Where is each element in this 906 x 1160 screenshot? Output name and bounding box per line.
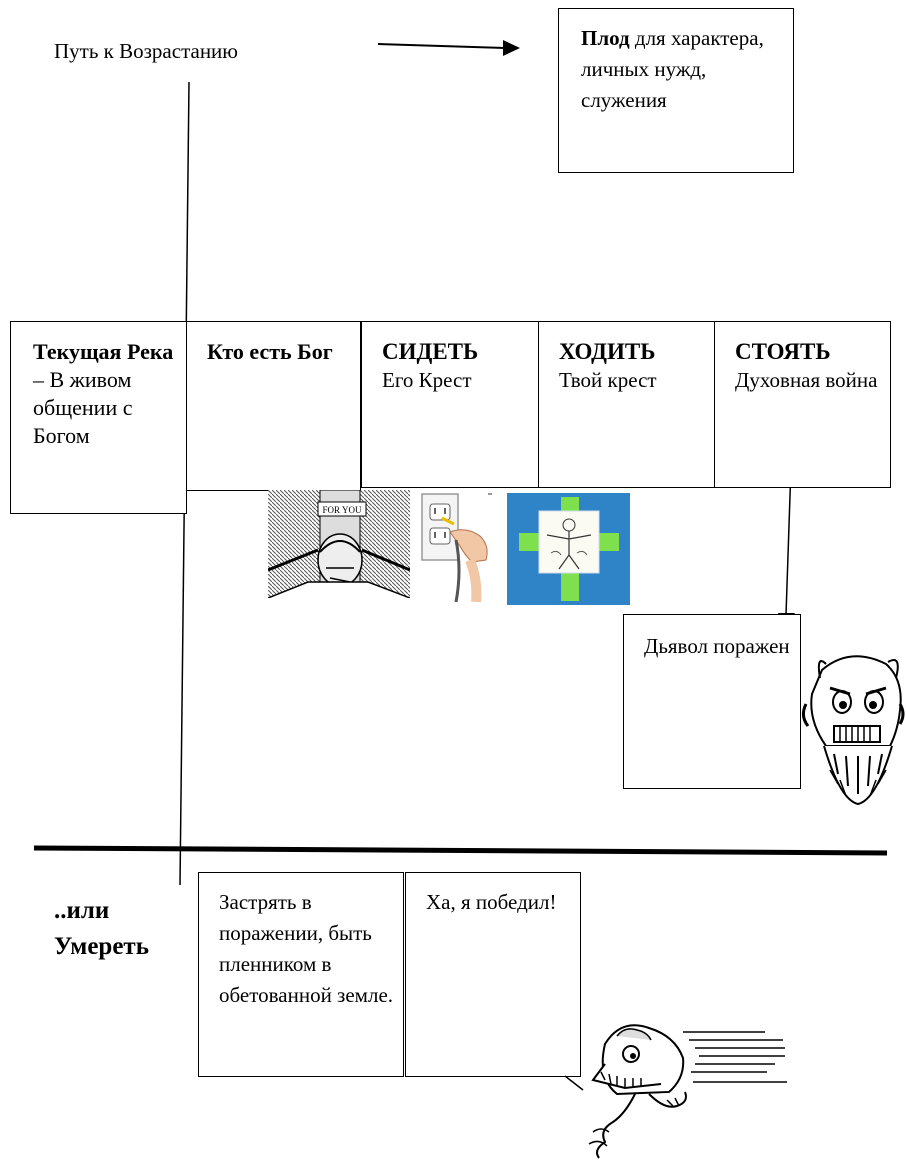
column-walk-text: Твой крест: [559, 368, 657, 392]
or-die-label: ..или Умереть: [54, 897, 149, 960]
running-devil-image: [565, 1024, 787, 1159]
column-stand: СТОЯТЬ Духовная война: [714, 321, 891, 488]
devil-defeated-box: Дьявол поражен: [623, 614, 801, 789]
column-river-text: – В живом общении с Богом: [33, 367, 133, 448]
jesus-sign-text: FOR YOU: [323, 505, 362, 515]
stuck-box: Застрять в поражении, быть пленником в о…: [198, 872, 404, 1077]
cross-image: [507, 493, 630, 605]
divider-line: [33, 845, 888, 856]
path-to-growth-label: Путь к Возрастанию: [54, 39, 238, 63]
column-who-is-god: Кто есть Бог: [186, 321, 361, 491]
column-walk-title: ХОДИТЬ: [559, 339, 656, 364]
arrow-down-line: [785, 465, 792, 616]
arrow-right-icon: [503, 40, 520, 56]
power-outlet-image: [421, 493, 492, 602]
column-sit-title: СИДЕТЬ: [382, 339, 479, 364]
column-who-is-god-title: Кто есть Бог: [207, 339, 333, 364]
crucifix-image: FOR YOU: [268, 490, 410, 598]
column-stand-title: СТОЯТЬ: [735, 339, 831, 364]
fruit-box: Плод для характера, личных нужд, служени…: [558, 8, 794, 173]
column-stand-text: Духовная война: [735, 368, 878, 392]
devil-defeated-text: Дьявол поражен: [644, 634, 790, 658]
ha-text: Ха, я победил!: [426, 890, 557, 914]
column-walk: ХОДИТЬ Твой крест: [538, 321, 715, 488]
fruit-text: для характера, личных нужд, служения: [581, 26, 764, 112]
column-river-title: Текущая Река: [33, 339, 174, 364]
ha-box: Ха, я победил!: [405, 872, 581, 1077]
stuck-text: Застрять в поражении, быть пленником в о…: [219, 890, 394, 1007]
arrow-right-line: [377, 43, 506, 49]
column-river: Текущая Река – В живом общении с Богом: [10, 321, 187, 514]
scared-devil-image: [801, 655, 905, 806]
column-sit: СИДЕТЬ Его Крест: [361, 321, 539, 488]
fruit-bold: Плод: [581, 26, 630, 50]
column-sit-text: Его Крест: [382, 368, 472, 392]
